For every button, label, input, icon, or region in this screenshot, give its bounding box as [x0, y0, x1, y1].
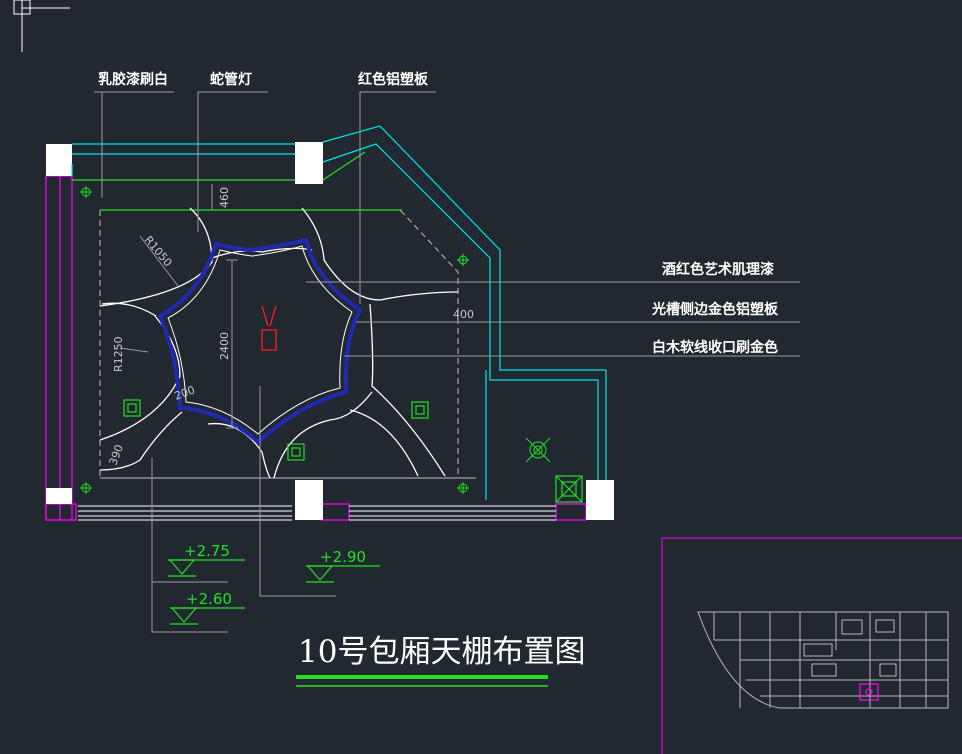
drawing-title: 10号包厢天棚布置图 — [298, 634, 585, 670]
label-gold-aluminum-panel: 光槽侧边金色铝塑板 — [651, 301, 779, 318]
dim-460: 460 — [218, 187, 231, 208]
elevation-markers — [168, 559, 380, 625]
ucs-icon — [13, 0, 70, 52]
cyan-outline — [71, 125, 607, 500]
rope-light-star — [157, 237, 363, 445]
label-white-wood-trim: 白木软线收口刷金色 — [652, 339, 778, 356]
square-light-icons — [123, 399, 583, 503]
minimap-building-plan — [697, 611, 949, 709]
leader-lines — [94, 91, 800, 633]
dim-2400: 2400 — [218, 332, 231, 360]
label-rope-light: 蛇管灯 — [210, 71, 252, 88]
elevation-275: +2.75 — [184, 542, 230, 560]
dim-r1250: R1250 — [112, 336, 125, 372]
elevation-260: +2.60 — [186, 590, 232, 608]
label-latex-paint: 乳胶漆刷白 — [98, 71, 168, 88]
minimap-frame — [661, 537, 962, 754]
elevation-290: +2.90 — [320, 548, 366, 566]
label-wine-red-paint: 酒红色艺术肌理漆 — [662, 261, 774, 278]
label-red-aluminum-panel: 红色铝塑板 — [358, 71, 429, 88]
green-panel-lines — [72, 151, 402, 211]
ceiling-outline — [99, 209, 476, 479]
minimap-highlight — [859, 683, 879, 701]
columns — [46, 142, 614, 520]
chandelier-icon — [261, 305, 277, 351]
dim-r1050: R1050 — [142, 234, 175, 270]
dim-400: 400 — [453, 308, 474, 321]
wall-lines — [45, 175, 587, 521]
rope-light-star-inner — [167, 245, 353, 435]
downlight-icons — [80, 186, 551, 494]
dim-390: 390 — [107, 443, 126, 467]
dim-200: 200 — [173, 383, 197, 402]
title-underline — [296, 675, 548, 687]
bottom-window-lines — [78, 505, 556, 521]
